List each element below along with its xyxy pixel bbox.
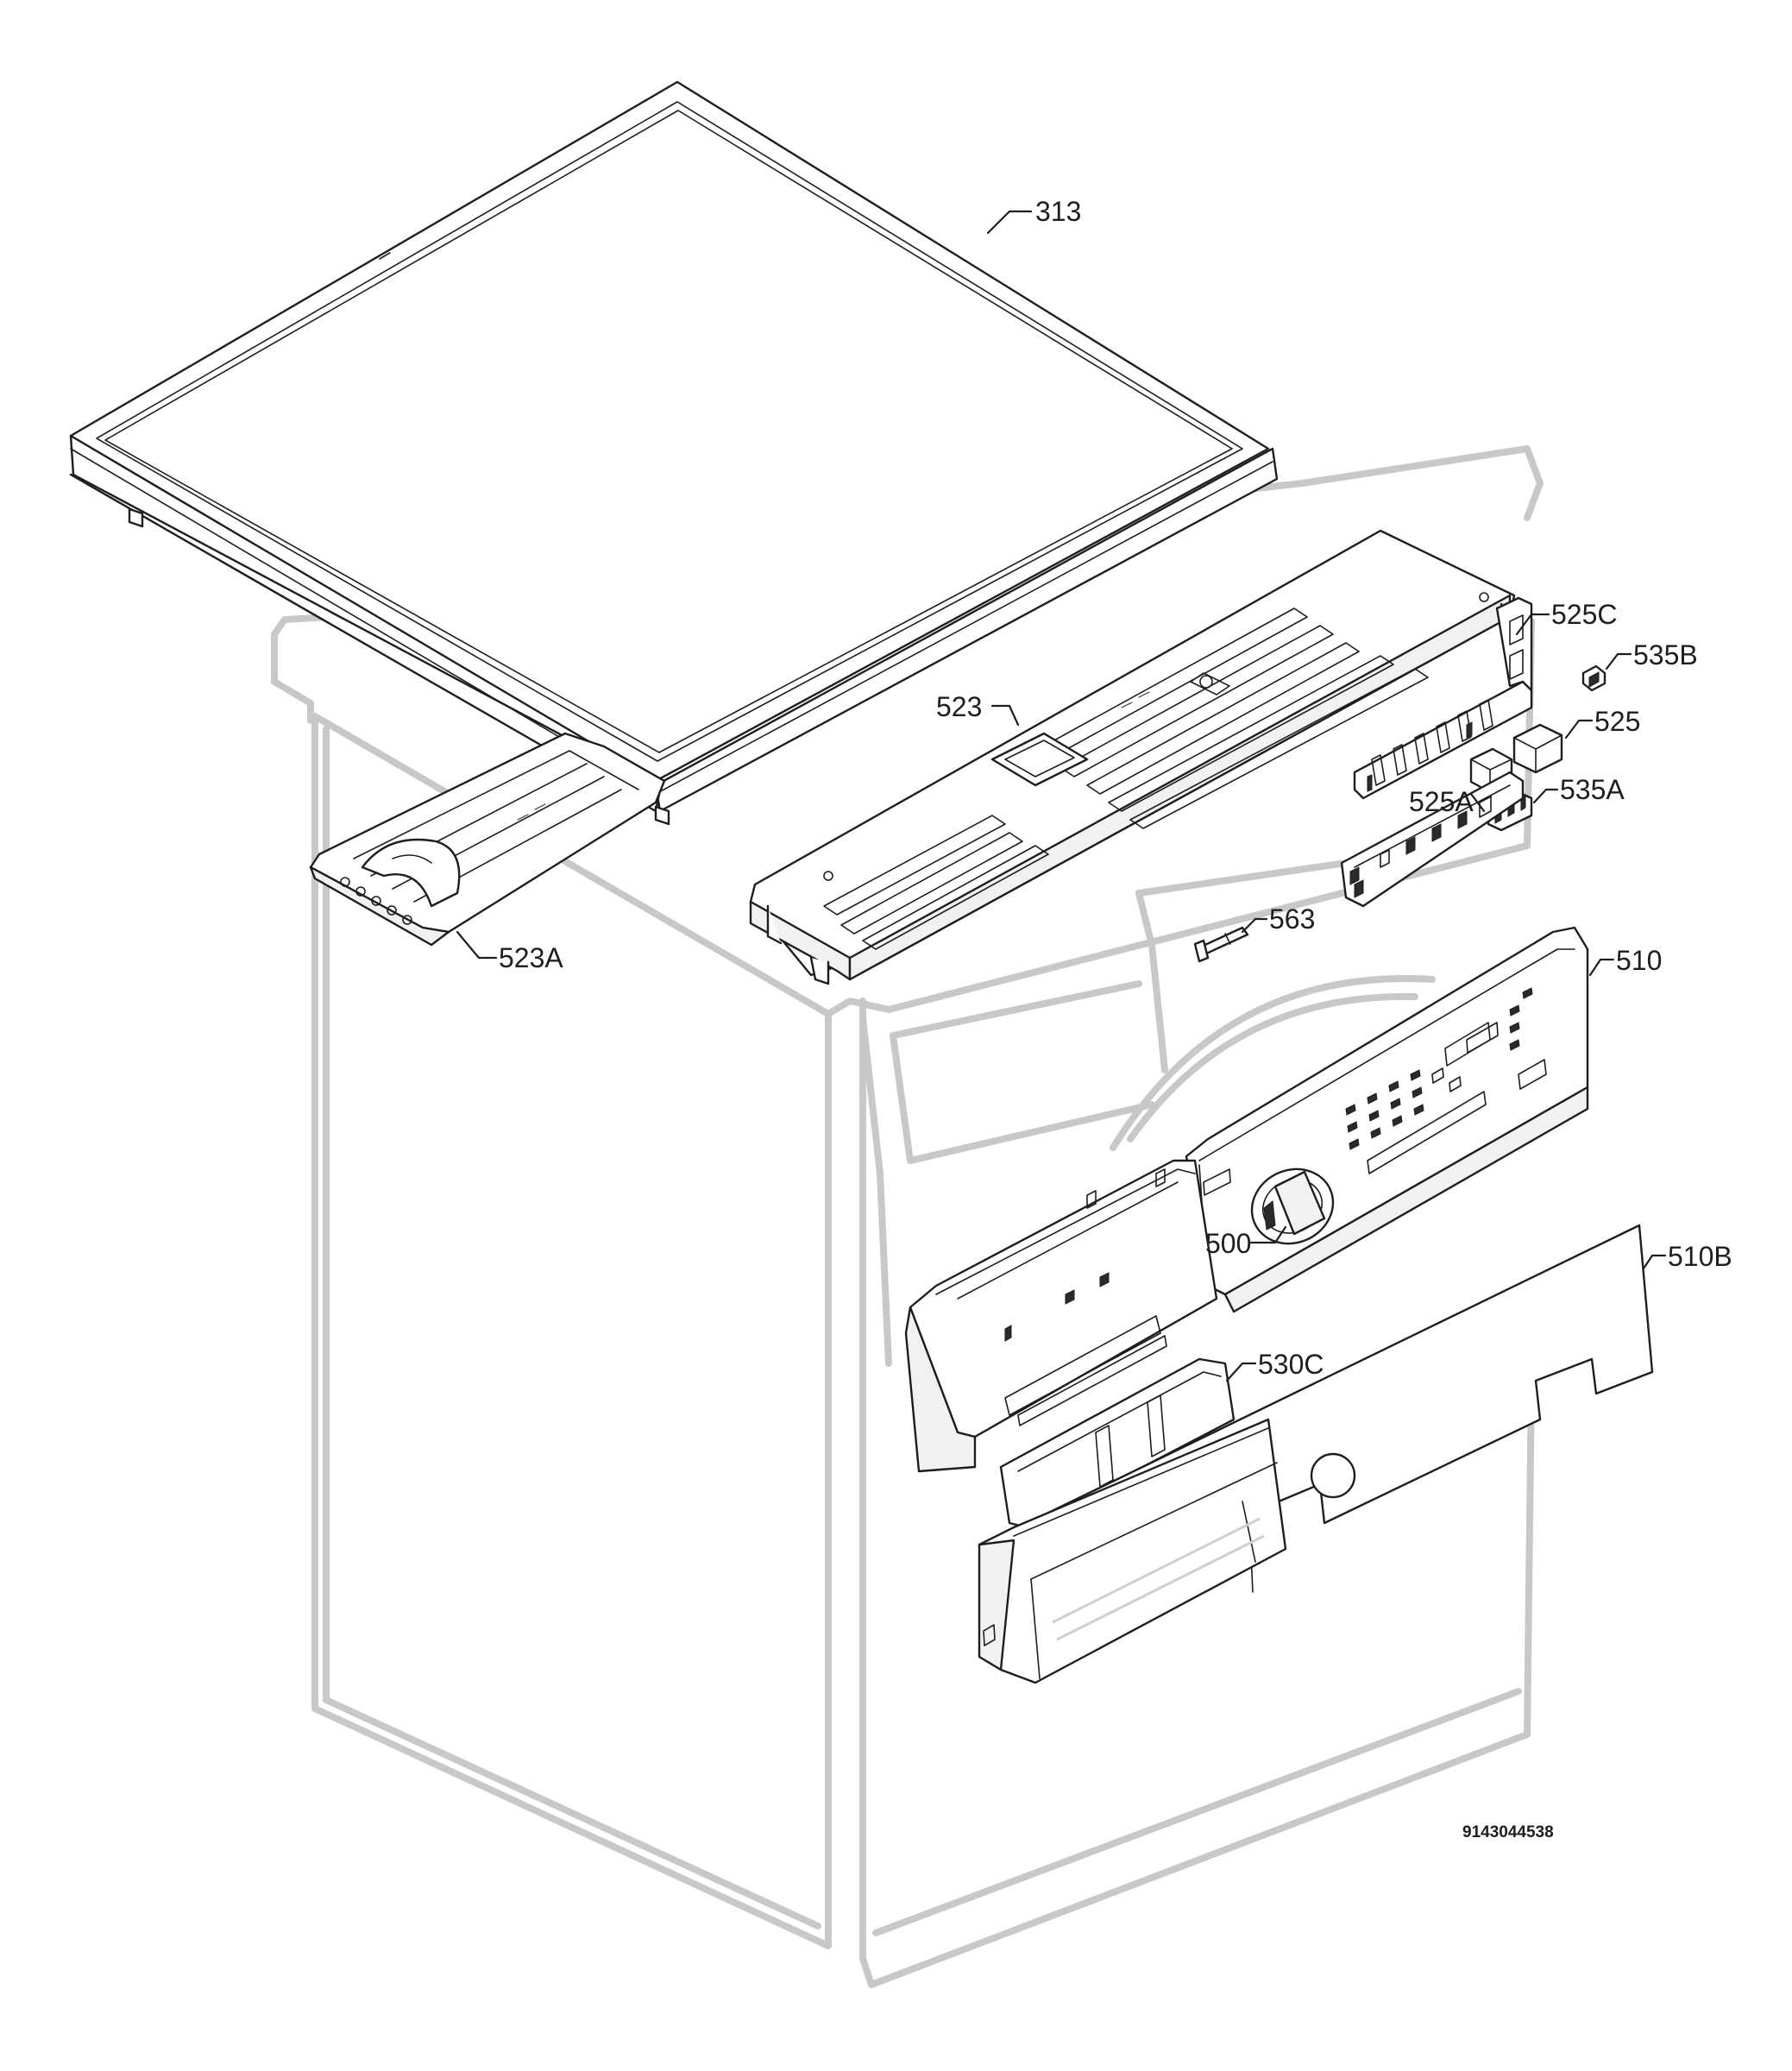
callout-535b: 535B <box>1633 639 1698 670</box>
part-control-pcb <box>1340 771 1525 908</box>
part-563-pin <box>1193 926 1249 963</box>
control-panel-buttons <box>1345 987 1533 1150</box>
leader-563 <box>1241 917 1268 934</box>
callout-525a: 525A <box>1409 786 1474 817</box>
leader-523 <box>990 704 1020 727</box>
part-313-top-lid <box>69 80 1279 826</box>
callout-563: 563 <box>1269 903 1315 935</box>
document-number: 9143044538 <box>1462 1823 1554 1841</box>
cabinet-ghost-outline <box>271 445 1544 1988</box>
part-525c-electronic-board-bracket <box>1353 596 1533 800</box>
leader-313 <box>986 210 1033 235</box>
leader-525a <box>1469 792 1486 813</box>
leader-535a <box>1532 788 1559 804</box>
part-525-relay <box>1512 723 1563 774</box>
callout-525c: 525C <box>1551 599 1618 630</box>
callout-525: 525 <box>1594 706 1640 737</box>
leader-535b <box>1605 652 1632 670</box>
part-detergent-drawer-front <box>904 1159 1218 1473</box>
leader-530c <box>1225 1362 1257 1382</box>
part-535b-clip <box>1581 664 1607 692</box>
callout-510b: 510B <box>1668 1241 1732 1272</box>
leader-500 <box>1249 1225 1287 1244</box>
callout-523: 523 <box>936 691 982 722</box>
leader-523a <box>456 930 498 960</box>
part-523-right-rail <box>749 529 1520 985</box>
callout-leaders <box>456 210 1667 1382</box>
callout-510: 510 <box>1616 945 1662 976</box>
part-523a-left-rail <box>309 732 666 947</box>
callout-535a: 535A <box>1560 774 1625 805</box>
callout-530c: 530C <box>1258 1349 1324 1380</box>
leader-510b <box>1642 1254 1667 1270</box>
callout-labels: 313 523 523A 525C 535B 525 525A 535A 563… <box>499 196 1732 1841</box>
callout-523a: 523A <box>499 942 563 973</box>
part-530c-drawer-insert <box>999 1357 1236 1529</box>
leader-525 <box>1564 719 1594 740</box>
part-500-program-knob <box>1250 1168 1335 1245</box>
callout-313: 313 <box>1035 196 1081 227</box>
part-lower-door-panel <box>978 1418 1287 1684</box>
leader-510 <box>1588 958 1615 977</box>
callout-500: 500 <box>1205 1228 1251 1259</box>
leader-525c <box>1515 613 1550 636</box>
